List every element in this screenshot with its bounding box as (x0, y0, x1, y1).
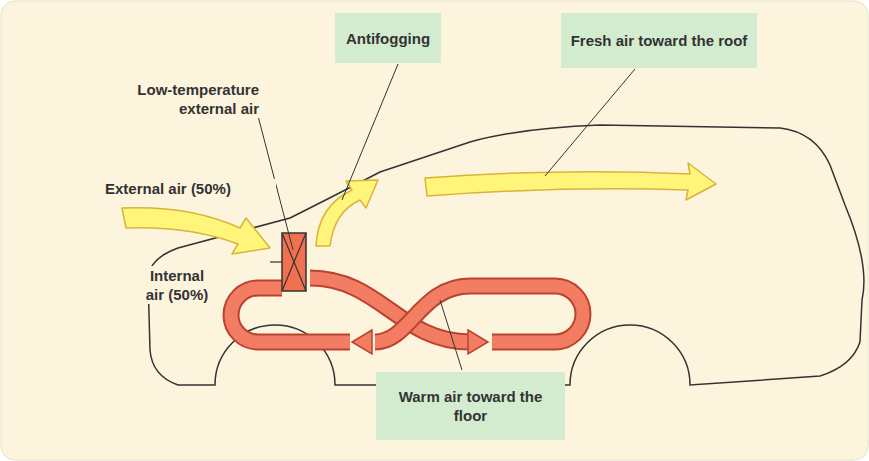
fresh-air-arrows (122, 163, 716, 254)
label-box: Fresh air toward the roof (561, 13, 757, 68)
leader-lines (258, 64, 635, 370)
box-text: Antifogging (346, 29, 430, 48)
heat-exchanger (270, 233, 306, 291)
label-box: Antifogging (335, 13, 441, 63)
car-outline (148, 125, 864, 385)
air-label: Low-temperature external air (96, 80, 260, 118)
label-box: Warm air toward the floor (376, 372, 565, 440)
box-text: Warm air toward the floor (384, 387, 557, 425)
air-label: Internal air (50%) (144, 266, 210, 304)
box-text: Fresh air toward the roof (571, 31, 748, 50)
warm-air-heads (352, 330, 488, 354)
air-label: External air (50%) (104, 179, 276, 198)
